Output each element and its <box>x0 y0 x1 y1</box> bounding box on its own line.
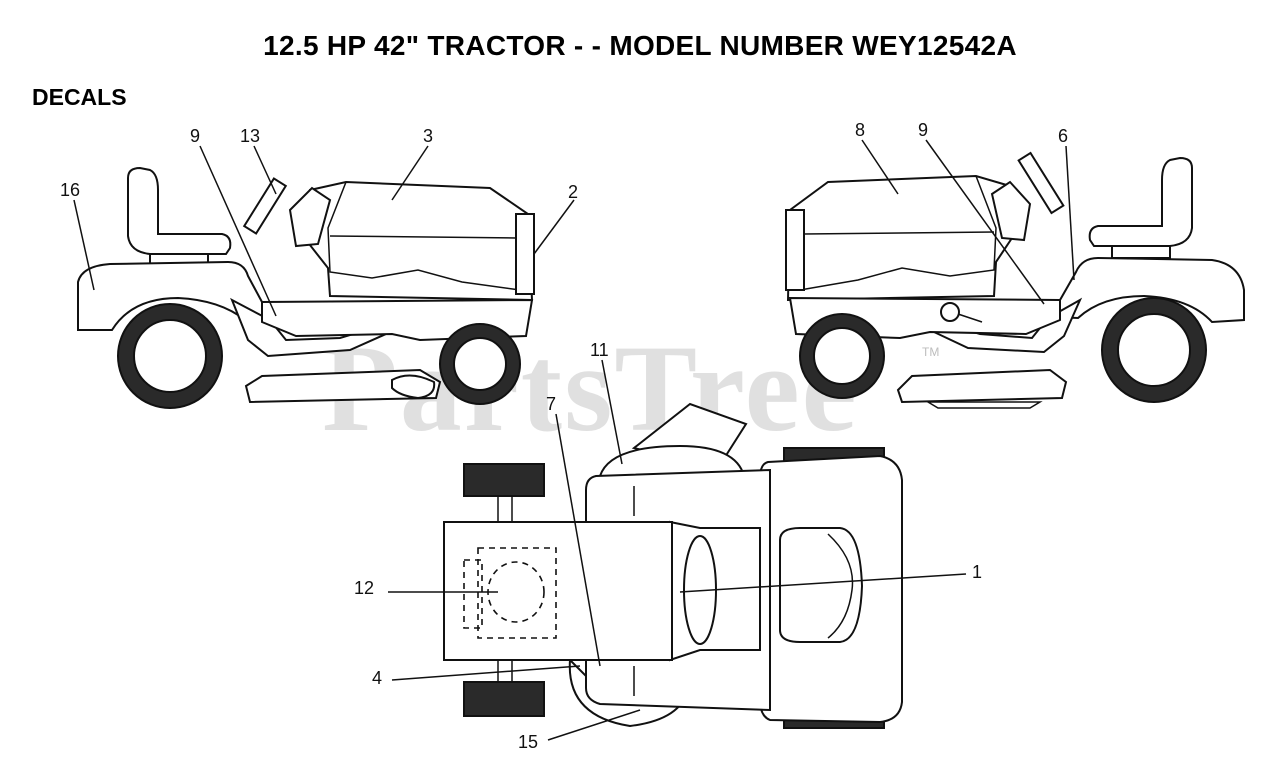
callout-11: 11 <box>590 340 609 360</box>
callout-2: 2 <box>568 182 578 202</box>
callout-6: 6 <box>1058 126 1068 146</box>
callout-8: 8 <box>855 120 865 140</box>
leader-9-right <box>925 139 1045 305</box>
left-rear-hub <box>133 319 207 393</box>
leader-9-left <box>199 145 277 317</box>
right-seat-post <box>1111 245 1171 259</box>
right-seat <box>1088 156 1193 247</box>
left-discharge-chute <box>391 374 436 400</box>
callout-3: 3 <box>423 126 433 146</box>
leader-15 <box>547 709 641 741</box>
left-side-tractor <box>77 166 535 409</box>
callout-labels: 16 9 13 3 2 8 9 6 11 7 1 12 4 15 <box>60 120 1068 752</box>
callout-4: 4 <box>372 668 382 688</box>
callout-9-left: 9 <box>190 126 200 146</box>
leader-4 <box>391 665 581 681</box>
left-mower-deck <box>244 368 442 404</box>
right-side-tractor <box>785 151 1245 409</box>
left-seat <box>127 166 232 255</box>
right-rear-hub <box>1117 313 1191 387</box>
left-front-hub <box>453 337 507 391</box>
leader-lines <box>73 139 1075 741</box>
right-hood-seam <box>803 231 995 235</box>
leader-13 <box>253 145 277 195</box>
leader-3 <box>391 145 429 201</box>
trademark-mark: TM <box>922 345 940 359</box>
right-dash <box>990 180 1032 242</box>
top-view-tractor <box>443 402 903 729</box>
left-grille-decal <box>515 213 535 295</box>
leader-1 <box>679 573 967 593</box>
leader-2 <box>533 199 575 255</box>
top-hood-decal-dashed <box>477 547 557 639</box>
right-hood <box>786 174 1018 302</box>
top-front-tire-top <box>463 463 545 497</box>
right-steering-wheel <box>1017 151 1065 215</box>
left-hood-side <box>327 181 521 291</box>
page-title: 12.5 HP 42" TRACTOR - - MODEL NUMBER WEY… <box>263 30 1017 61</box>
top-seat <box>779 527 864 643</box>
left-steering-wheel <box>242 177 288 235</box>
right-deck-underside <box>925 401 1043 409</box>
top-hood <box>443 521 673 661</box>
top-mower-deck <box>598 444 746 477</box>
callout-1: 1 <box>972 562 982 582</box>
top-seat-rim <box>827 533 854 639</box>
leader-6 <box>1065 145 1075 281</box>
left-hood <box>304 180 534 302</box>
section-heading: DECALS <box>32 84 127 110</box>
leader-8 <box>861 139 899 195</box>
left-hood-seam <box>329 235 517 239</box>
right-lift-lever-knob <box>940 302 960 322</box>
right-grille-decal <box>785 209 805 291</box>
callout-9-right: 9 <box>918 120 928 140</box>
top-hood-decal-edge <box>463 559 483 629</box>
right-front-hub <box>813 327 871 385</box>
top-front-tire-bottom <box>463 681 545 717</box>
leader-11 <box>601 359 623 465</box>
right-lift-lever <box>957 313 983 323</box>
callout-13: 13 <box>240 126 260 146</box>
leader-16 <box>73 199 95 291</box>
callout-12: 12 <box>354 578 374 598</box>
right-hood-side <box>799 175 997 291</box>
leader-7 <box>555 413 601 667</box>
right-mower-deck <box>896 368 1068 404</box>
callout-15: 15 <box>518 732 538 752</box>
callout-7: 7 <box>546 394 556 414</box>
left-dash <box>288 186 332 248</box>
callout-16: 16 <box>60 180 80 200</box>
